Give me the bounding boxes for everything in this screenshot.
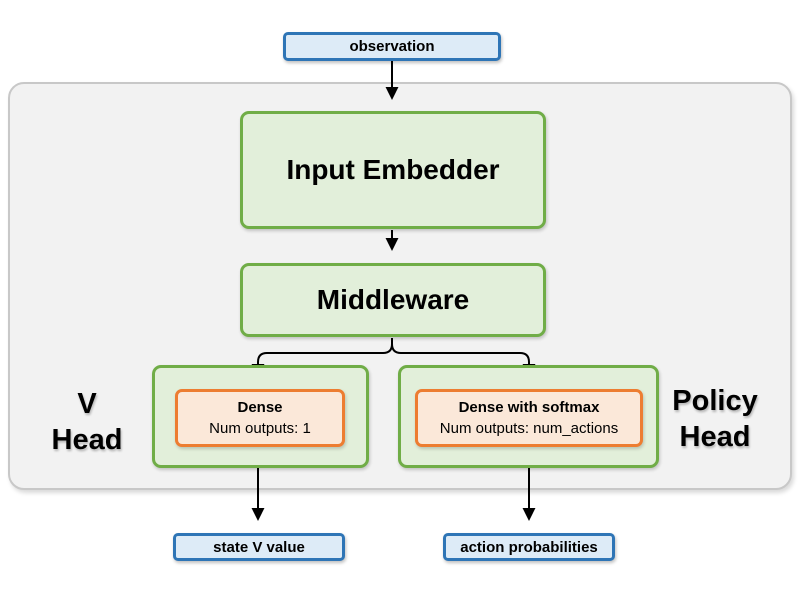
observation-label: observation [349,38,435,55]
policy-dense-title: Dense with softmax [458,399,600,416]
policy-head-label: Policy Head [650,383,780,455]
input-embedder-label: Input Embedder [286,154,500,185]
input-embedder-node: Input Embedder [240,111,546,229]
middleware-node: Middleware [240,263,546,337]
policy-head-label-line1: Policy [672,385,758,417]
policy-dense-subtitle: Num outputs: num_actions [439,420,619,437]
action-probabilities-node: action probabilities [443,533,615,561]
v-head-label-line1: V [77,388,97,420]
v-dense-subtitle: Num outputs: 1 [209,420,311,437]
middleware-label: Middleware [316,284,470,315]
policy-dense-node: Dense with softmax Num outputs: num_acti… [415,389,643,447]
action-probabilities-label: action probabilities [460,538,598,556]
v-head-label: V Head [22,386,152,458]
policy-head-label-line2: Head [679,421,751,453]
observation-node: observation [283,32,501,61]
state-v-value-node: state V value [173,533,345,561]
v-dense-node: Dense Num outputs: 1 [175,389,345,447]
v-dense-title: Dense [237,399,283,416]
v-head-label-line2: Head [51,424,123,456]
state-v-value-label: state V value [213,538,305,556]
